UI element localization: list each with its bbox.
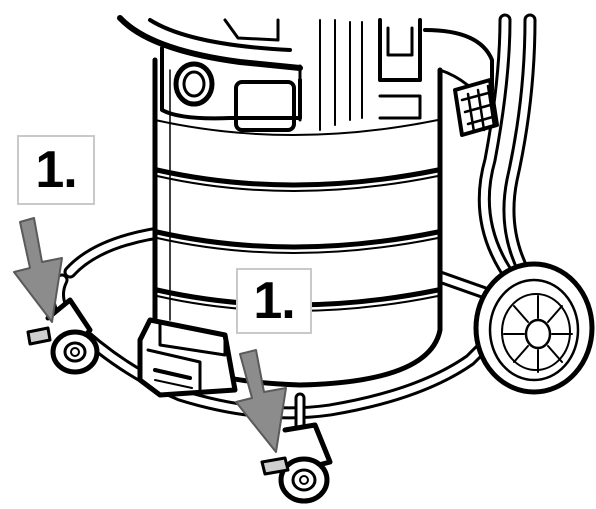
container-drum (152, 57, 443, 388)
step-label: 1. (236, 268, 312, 334)
rear-wheel (473, 261, 595, 395)
vacuum-head (117, 15, 499, 137)
castor-wheel (45, 297, 100, 375)
down-arrow-icon (13, 217, 63, 323)
step-label: 1. (17, 135, 95, 205)
brake-pedal (26, 326, 52, 346)
front-caddy (137, 317, 238, 398)
castor-wheel (278, 422, 333, 504)
down-arrow-icon (235, 349, 287, 453)
brake-pedal (260, 456, 290, 476)
push-handle (477, 13, 542, 297)
